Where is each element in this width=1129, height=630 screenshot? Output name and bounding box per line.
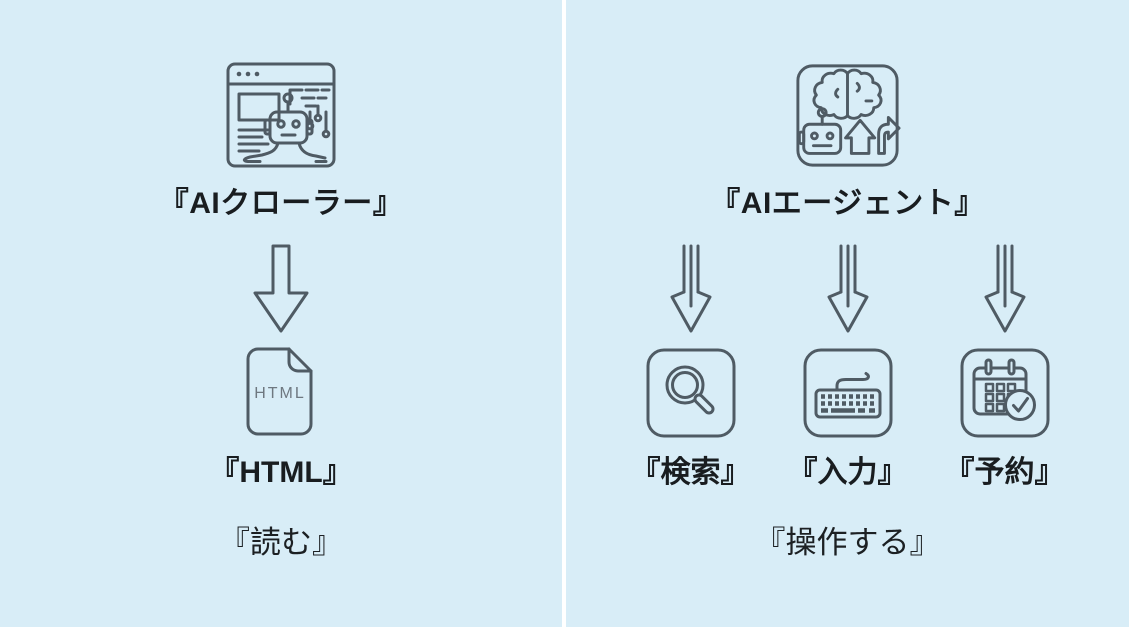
crawler-action-label: 『読む』: [219, 525, 343, 560]
panel-divider: [562, 0, 566, 627]
html-file-icon-text: HTML: [254, 385, 306, 402]
agent-action-label: 『操作する』: [754, 525, 941, 560]
agent-arrows-row: [612, 244, 1083, 334]
panel-ai-crawler: 『AIクローラー』 HTML 『HTML』 『読む』: [0, 0, 562, 627]
reserve-label: 『予約』: [944, 456, 1065, 489]
calendar-check-icon: [926, 348, 1083, 438]
magnifier-icon: [612, 348, 769, 438]
crawler-title: 『AIクローラー』: [158, 187, 404, 220]
agent-title: 『AIエージェント』: [710, 187, 985, 220]
input-label: 『入力』: [787, 456, 908, 489]
html-output-label: 『HTML』: [209, 456, 353, 489]
robot-crawling-browser-icon: [226, 62, 336, 169]
panel-ai-agent: 『AIエージェント』: [566, 0, 1129, 627]
search-label: 『検索』: [630, 456, 751, 489]
keyboard-icon: [769, 348, 926, 438]
html-file-icon: HTML: [245, 346, 317, 438]
down-block-arrow-icon: [252, 244, 310, 333]
agent-labels-row: 『検索』 『入力』 『予約』: [612, 454, 1083, 491]
agent-actions-row: [612, 348, 1083, 438]
triple-down-arrow-icon: [612, 244, 769, 334]
triple-down-arrow-icon: [926, 244, 1083, 334]
brain-robot-agent-icon: [794, 62, 901, 169]
triple-down-arrow-icon: [769, 244, 926, 334]
bottom-border: [0, 627, 1129, 630]
